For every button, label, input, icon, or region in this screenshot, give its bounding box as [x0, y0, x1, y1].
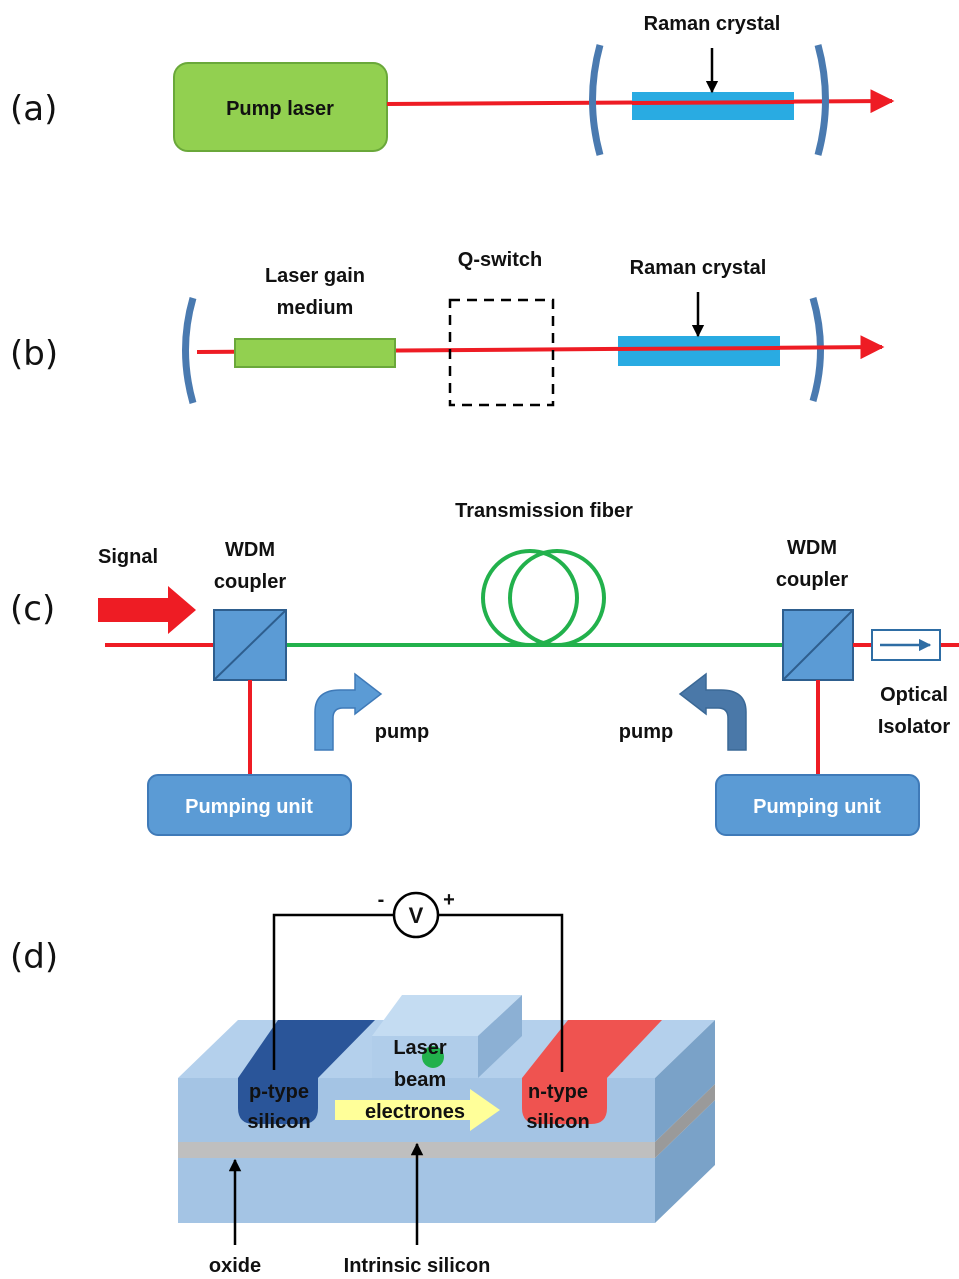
signal-label: Signal	[98, 546, 158, 568]
wdm-left-label-2: coupler	[214, 571, 286, 593]
rib-right-face	[478, 995, 522, 1078]
voltmeter-label: V	[409, 903, 424, 928]
wdm-right-splitter	[782, 609, 854, 681]
voltmeter-circle	[392, 891, 440, 939]
raman-crystal-a	[632, 92, 794, 120]
n-type-front	[522, 1078, 607, 1124]
transmission-fiber-label: Transmission fiber	[455, 500, 633, 522]
pump-laser-label: Pump laser	[226, 98, 334, 120]
pumping-unit-right-label: Pumping unit	[753, 796, 881, 818]
panel-d-label: (d)	[10, 937, 58, 977]
raman-crystal-label-a: Raman crystal	[644, 13, 781, 35]
minus-sign: -	[378, 889, 385, 911]
plus-sign: +	[443, 889, 455, 911]
mirror-right-a	[814, 44, 829, 156]
circuit-wire-left	[272, 913, 393, 1070]
p-type-front	[238, 1078, 318, 1124]
pump-right-label: pump	[619, 721, 673, 743]
q-switch-box	[448, 298, 555, 407]
pumping-unit-left-label: Pumping unit	[185, 796, 313, 818]
wdm-left-label-1: WDM	[225, 539, 275, 561]
p-type-label-2: silicon	[247, 1111, 310, 1133]
gain-medium-box	[234, 338, 396, 368]
mirror-left-b	[182, 297, 197, 404]
raman-beam-over-b	[617, 346, 781, 351]
pumping-unit-left	[147, 774, 352, 836]
gain-medium-label-2: medium	[277, 297, 354, 319]
raman-crystal-label-b: Raman crystal	[630, 257, 767, 279]
laser-beam-spot	[422, 1046, 444, 1068]
pump-arrow-left	[314, 672, 383, 751]
n-type-label-2: silicon	[526, 1111, 589, 1133]
electrones-label: electrones	[365, 1101, 465, 1123]
pump-laser-box	[173, 62, 388, 152]
wdm-right-label-2: coupler	[776, 569, 848, 591]
optical-isolator-label-2: Isolator	[878, 716, 950, 738]
electrones-arrow	[335, 1089, 500, 1131]
panel-a-label: (a)	[10, 89, 57, 129]
pumping-unit-right	[715, 774, 920, 836]
wdm-left-splitter	[213, 609, 287, 681]
mirror-right-b	[809, 297, 824, 402]
intrinsic-silicon-label: Intrinsic silicon	[344, 1255, 491, 1277]
n-type-label-1: n-type	[528, 1081, 588, 1103]
laser-beam-label-1: Laser	[393, 1037, 447, 1059]
raman-crystal-b	[618, 336, 780, 366]
lower-slab-right-face	[655, 1100, 715, 1223]
circuit-wire-right	[438, 913, 564, 1072]
panel-b-label: (b)	[10, 334, 58, 374]
n-type-top	[522, 1020, 662, 1078]
panel-d: (d) V - + p-type silicon	[10, 889, 715, 1277]
laser-beam-label-2: beam	[394, 1069, 446, 1091]
oxide-right-face	[655, 1084, 715, 1158]
wdm-right-label-1: WDM	[787, 537, 837, 559]
q-switch-label: Q-switch	[458, 249, 542, 271]
panel-a: (a) Pump laser Raman crystal	[10, 13, 895, 156]
optical-isolator-label-1: Optical	[880, 684, 948, 706]
rib-top	[372, 995, 522, 1036]
fiber-coil-1	[481, 549, 579, 647]
p-type-label-1: p-type	[249, 1081, 309, 1103]
mirror-left-a	[589, 44, 604, 156]
oxide-label: oxide	[209, 1255, 261, 1277]
panel-b: (b) Laser gain medium Q-switch Raman cry…	[10, 249, 885, 407]
signal-arrow	[98, 586, 196, 634]
p-type-top	[238, 1020, 375, 1078]
pump-arrow-right	[678, 672, 747, 751]
pump-left-label: pump	[375, 721, 429, 743]
gain-medium-label-1: Laser gain	[265, 265, 365, 287]
upper-slab-right-face	[655, 1020, 715, 1142]
panel-c: (c) Transmission fiber Signal WDM couple…	[10, 500, 959, 836]
fiber-coil-2	[508, 549, 606, 647]
panel-c-label: (c)	[10, 589, 55, 629]
raman-beam-over-a	[631, 100, 795, 105]
